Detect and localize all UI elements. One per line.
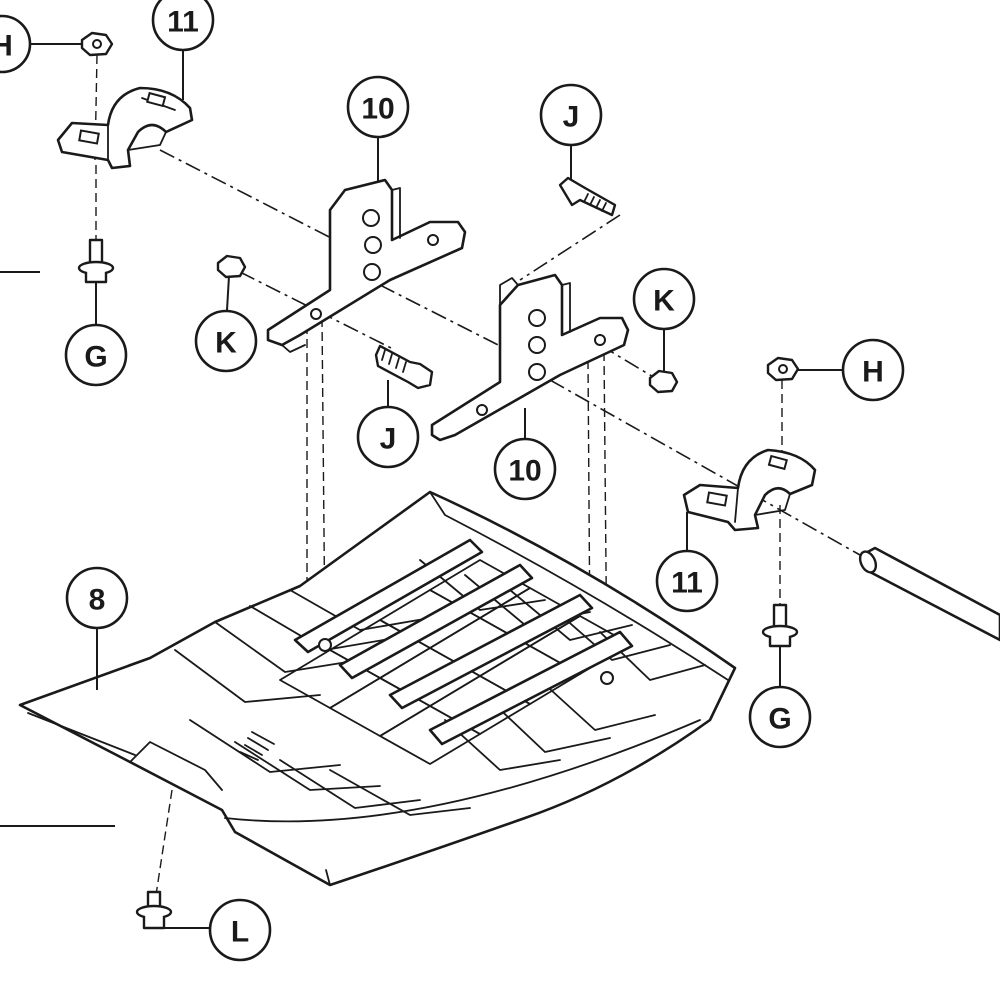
hex-nut-h-right xyxy=(766,356,800,382)
svg-text:8: 8 xyxy=(89,584,106,617)
hex-bolt-j-mid xyxy=(374,344,434,390)
callout-10-left: 10 xyxy=(346,75,410,139)
svg-text:J: J xyxy=(563,101,580,134)
base-plate-part xyxy=(18,490,737,887)
svg-text:H: H xyxy=(0,30,13,63)
assembly-axis-line-right xyxy=(549,379,861,556)
alignment-line-right-a xyxy=(587,359,591,646)
callout-j-mid: J xyxy=(356,405,420,469)
hex-nut-k-right xyxy=(648,369,679,394)
assembly-axis-line-left xyxy=(159,149,336,241)
callout-11-top: 11 xyxy=(151,0,215,52)
flange-bolt-l xyxy=(135,890,173,930)
hex-nut-h-top xyxy=(80,31,114,57)
clamp-part-top xyxy=(56,86,194,170)
svg-text:11: 11 xyxy=(671,567,703,600)
callout-11-right: 11 xyxy=(655,549,719,613)
svg-text:G: G xyxy=(768,703,791,736)
svg-text:10: 10 xyxy=(361,93,394,126)
svg-text:L: L xyxy=(231,916,249,949)
svg-text:10: 10 xyxy=(508,455,541,488)
clamp-part-right xyxy=(682,448,817,532)
assembly-axis-line-mid xyxy=(379,284,509,351)
bracket-part-left xyxy=(266,178,467,353)
callout-8: 8 xyxy=(65,566,129,630)
callout-h-top: H xyxy=(0,14,32,74)
svg-text:11: 11 xyxy=(167,6,199,39)
flange-bolt-g-right xyxy=(761,603,799,648)
handle-shaft xyxy=(858,546,1000,642)
callout-10-right: 10 xyxy=(493,437,557,501)
svg-text:H: H xyxy=(862,356,884,389)
callout-g-right: G xyxy=(748,685,812,749)
callout-l-bottom: L xyxy=(208,898,272,962)
svg-text:K: K xyxy=(653,285,675,318)
callout-g-left: G xyxy=(64,323,128,387)
hex-bolt-j-top xyxy=(558,176,617,217)
hex-nut-k-left xyxy=(216,254,247,279)
svg-text:J: J xyxy=(380,423,397,456)
alignment-line-l xyxy=(155,789,173,896)
svg-text:K: K xyxy=(215,327,237,360)
bracket-part-right xyxy=(430,273,630,442)
flange-bolt-g-left xyxy=(77,238,115,284)
bolt-axis-line-top xyxy=(519,214,621,281)
callout-j-top: J xyxy=(539,83,603,147)
callout-h-right: H xyxy=(841,338,905,402)
callout-k-right: K xyxy=(632,267,696,331)
leader-k-left xyxy=(226,275,230,311)
svg-text:G: G xyxy=(84,341,107,374)
callout-k-left: K xyxy=(194,309,258,373)
